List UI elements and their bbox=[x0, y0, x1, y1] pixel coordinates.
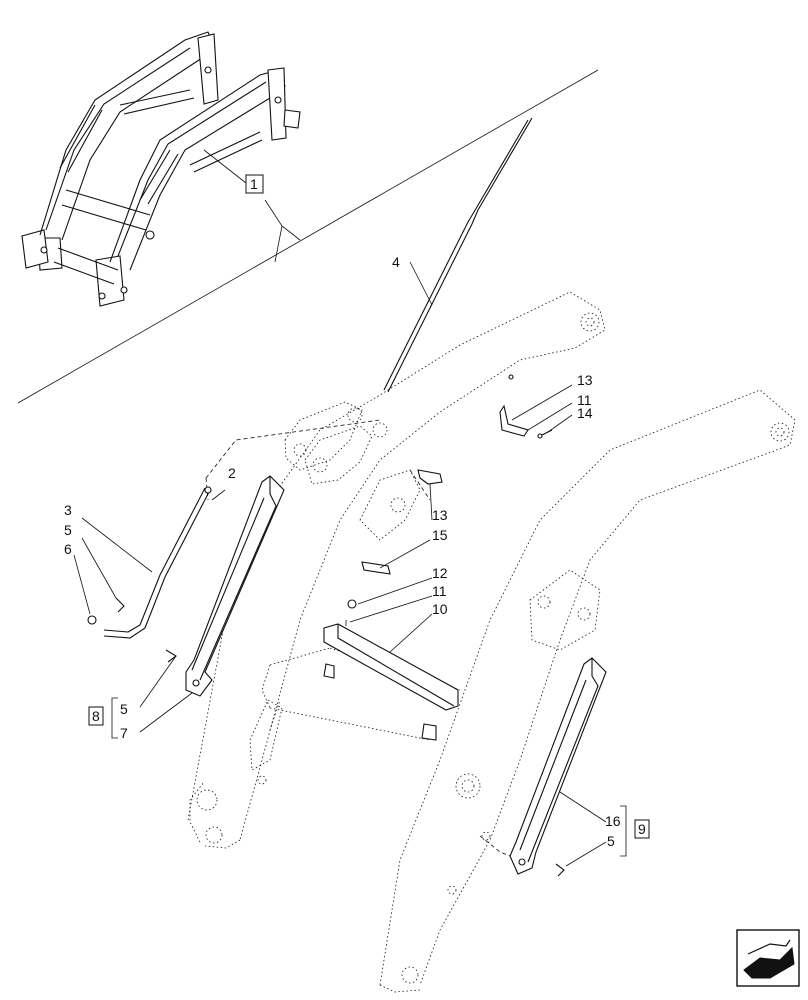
callout-4: 4 bbox=[392, 254, 400, 270]
callout-2: 2 bbox=[228, 465, 236, 481]
callout-box-1 bbox=[245, 174, 264, 194]
pin-part-2 bbox=[204, 486, 212, 494]
callout-box-8 bbox=[88, 706, 104, 726]
washer-part-6 bbox=[87, 615, 97, 625]
callout-14: 14 bbox=[577, 405, 593, 421]
crossbar-part-10: 12 11 10 bbox=[323, 565, 459, 741]
bracket-group-right: 13 11 14 bbox=[499, 372, 593, 439]
callout-10: 10 bbox=[432, 601, 448, 617]
loader-overview-inset: 1 bbox=[17, 31, 599, 404]
callout-1: 1 bbox=[250, 176, 258, 192]
strut-part-7: 8 5 7 bbox=[88, 475, 285, 741]
inset-divider-line bbox=[17, 69, 599, 404]
callout-5-lower: 5 bbox=[120, 701, 128, 717]
callout-15: 15 bbox=[432, 527, 448, 543]
callout-13-lower: 13 bbox=[432, 507, 448, 523]
loader-frame-main bbox=[187, 291, 796, 993]
callout-13-upper: 13 bbox=[577, 372, 593, 388]
strut-part-16: 16 5 9 bbox=[509, 657, 650, 877]
callout-11-upper: 11 bbox=[577, 392, 592, 408]
callout-3: 3 bbox=[64, 502, 72, 518]
callout-5-upper: 5 bbox=[64, 522, 72, 538]
callout-16: 16 bbox=[605, 813, 621, 829]
callout-12: 12 bbox=[432, 565, 448, 581]
rod-part-4: 4 bbox=[383, 117, 533, 393]
callout-5-right: 5 bbox=[607, 833, 615, 849]
callout-8: 8 bbox=[92, 708, 100, 724]
rod-part-3: 3 2 5 6 bbox=[64, 465, 236, 639]
callout-box-9 bbox=[634, 819, 650, 839]
bracket-group-middle: 13 15 bbox=[361, 469, 448, 575]
callout-11-lower: 11 bbox=[432, 583, 447, 599]
callout-7: 7 bbox=[120, 725, 128, 741]
callout-6: 6 bbox=[64, 541, 72, 557]
washer-part-12 bbox=[347, 599, 357, 609]
arrow-icon[interactable] bbox=[736, 929, 800, 987]
callout-9: 9 bbox=[638, 821, 646, 837]
